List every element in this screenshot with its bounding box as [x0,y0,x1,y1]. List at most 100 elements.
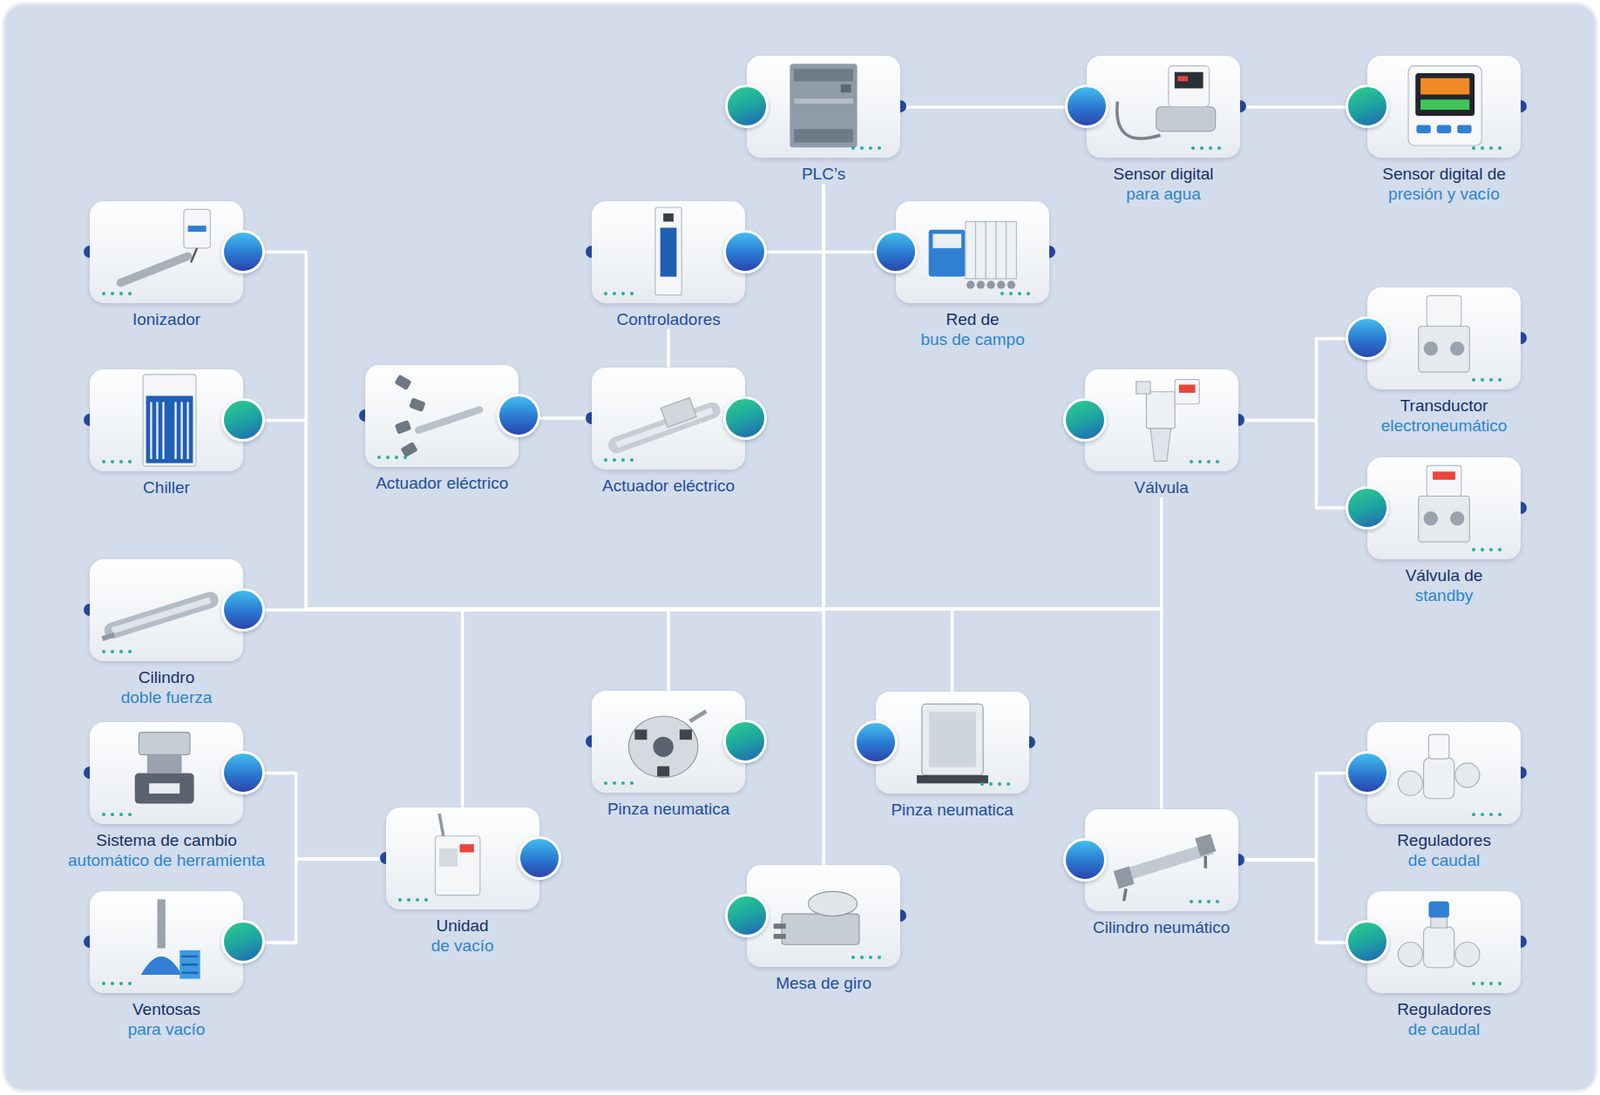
product-node: Cilindrodoble fuerza [89,559,244,708]
status-dot [119,291,123,296]
status-dots [851,955,889,960]
label-heading: Unidad [431,915,495,936]
connection-circle [874,230,918,274]
product-node: Unidadde vacío [386,807,540,956]
label-text: Pinza neumatica [890,800,1013,821]
connection-circle [221,588,265,632]
status-dot [406,898,411,902]
product-node: Actuador eléctrico [365,365,519,494]
status-dot [386,455,390,460]
connection-circle [723,719,767,764]
product-illustration [1367,722,1521,825]
status-dots [1471,378,1509,382]
product-illustration [746,55,901,158]
connection-circle [221,751,265,795]
label-subline: para agua [1112,183,1214,204]
status-dot [119,650,123,654]
product-illustration [1084,369,1239,472]
status-dot [1498,982,1502,986]
status-dot [1471,146,1476,150]
node-label: Sensor digitalpara agua [1112,163,1214,204]
status-dot [119,460,123,464]
label-heading: Reguladores [1396,999,1492,1020]
status-dot [1489,813,1493,817]
product-card [89,891,244,994]
connector-line [243,773,387,860]
label-text: Chiller [142,477,190,498]
status-dot [1189,900,1194,904]
port-nub [1514,332,1527,345]
product-card [1367,722,1521,825]
connection-circle [725,894,769,938]
status-dot [128,291,132,296]
product-card [591,201,746,304]
connection-circle [723,396,767,441]
product-node: Reguladoresde caudal [1367,722,1521,871]
product-card [89,369,244,472]
label-text: Mesa de giro [775,973,872,994]
label-text: Controladores [616,309,720,330]
status-dot [110,460,115,464]
product-node: PLC’s [746,55,901,184]
connector-line [666,329,671,368]
label-heading: Reguladores [1396,830,1492,851]
status-dot [101,982,106,986]
port-nub [894,100,907,113]
status-dot [860,146,864,150]
port-nub [83,603,96,617]
status-dots [603,291,641,296]
product-illustration [1367,55,1521,158]
status-dots [603,781,641,786]
product-node: Pinza neumatica [591,691,746,820]
product-node: Transductorelectroneumático [1367,287,1521,436]
status-dots [101,460,139,464]
status-dot [119,813,123,817]
panel-ground [3,3,1597,1092]
product-node: Red debus de campo [895,201,1050,350]
status-dot [851,146,855,150]
status-dot [110,650,115,654]
node-label: Reguladoresde caudal [1396,999,1492,1040]
product-card [1367,457,1521,560]
connector-line [462,183,825,808]
product-card [746,865,901,968]
label-heading: Sensor digital [1112,163,1214,184]
status-dot [1000,291,1004,296]
product-card [386,807,540,910]
product-card [1367,891,1521,994]
status-dot [101,460,106,464]
node-label: Reguladoresde caudal [1396,830,1492,871]
status-dot [868,955,873,960]
product-illustration [1086,55,1241,158]
connection-circle [221,920,265,964]
status-dot [119,982,123,986]
status-dot [1006,782,1011,787]
port-nub [1514,766,1527,780]
label-heading: Cilindro [121,667,213,688]
status-dots [398,898,435,902]
label-heading: Ventosas [128,999,206,1020]
label-subline: para vacío [128,1019,206,1040]
product-node: Chiller [89,369,244,498]
node-label: Válvula [1134,477,1189,498]
status-dot [612,781,617,786]
product-illustration [591,691,746,794]
port-nub [1232,413,1245,427]
status-dot [1498,146,1502,150]
product-node: Sensor digital depresión y vacío [1367,55,1521,204]
status-dot [1208,146,1213,150]
status-dot [101,813,106,817]
status-dot [1471,982,1476,986]
status-dot [1217,146,1221,150]
connection-circle [1345,486,1390,530]
status-dot [630,781,634,786]
product-card [746,55,901,158]
product-node: Válvula destandby [1367,457,1521,606]
label-subline: de caudal [1396,1019,1492,1040]
connection-circle [517,836,562,881]
product-illustration [89,369,244,472]
label-text: Válvula [1134,477,1189,498]
status-dots [1471,146,1509,150]
status-dot [1017,291,1022,296]
status-dot [989,782,993,787]
